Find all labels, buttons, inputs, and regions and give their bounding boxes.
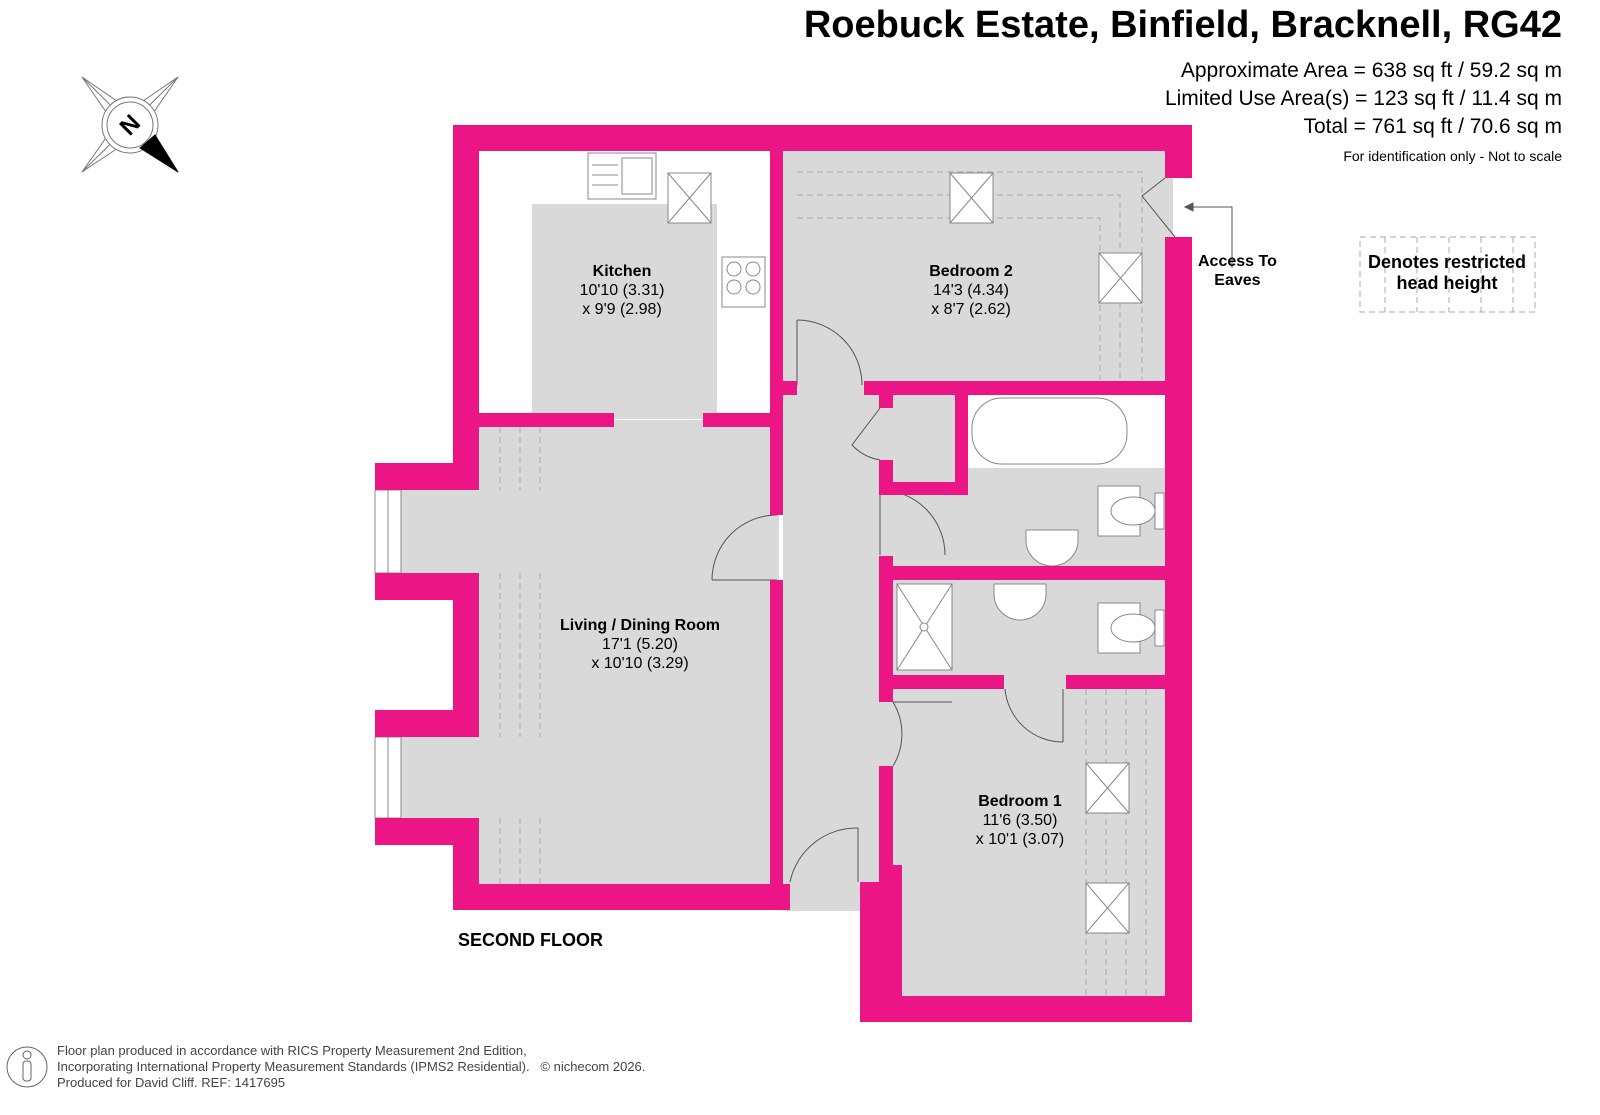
room-name: Bedroom 1 (978, 793, 1062, 810)
room-dim: x 10'1 (3.07) (975, 831, 1065, 848)
hob-icon (721, 256, 766, 308)
room-living-dining: Living / Dining Room 17'1 (5.20) x 10'10… (560, 616, 720, 673)
page-title: Roebuck Estate, Binfield, Bracknell, RG4… (803, 4, 1562, 46)
legend-line-1: Denotes restricted (1367, 252, 1527, 272)
floor-label: SECOND FLOOR (458, 930, 604, 950)
compass-icon: N (81, 76, 179, 173)
footer-copyright: © nichecom 2026. (540, 1059, 646, 1074)
room-bedroom-2: Bedroom 2 14'3 (4.34) x 8'7 (2.62) (929, 262, 1013, 319)
restricted-head-height-lines (499, 171, 1536, 996)
room-dim: 14'3 (4.34) (932, 282, 1009, 299)
room-dim: 10'10 (3.31) (579, 282, 665, 299)
skylight-icon (667, 172, 1143, 934)
room-name: Kitchen (592, 263, 652, 280)
ipms-person-icon (6, 1046, 48, 1088)
eaves-line-2: Eaves (1214, 272, 1261, 289)
window-icon (374, 489, 402, 819)
bath-icon (971, 397, 1128, 465)
room-dim: x 8'7 (2.62) (931, 301, 1011, 318)
room-dim: 11'6 (3.50) (982, 812, 1058, 829)
identification-note: For identification only - Not to scale (1343, 148, 1562, 164)
restricted-height-legend: Denotes restricted head height (1362, 252, 1532, 294)
door-swings (711, 177, 1176, 883)
limited-use-area: Limited Use Area(s) = 123 sq ft / 11.4 s… (1164, 87, 1562, 110)
footer-standards: Incorporating International Property Mea… (57, 1059, 530, 1074)
footer-line-3: Produced for David Cliff. REF: 1417695 (57, 1075, 286, 1090)
shower-icon (896, 583, 953, 671)
room-name: Bedroom 2 (929, 263, 1013, 280)
basin-icon (993, 529, 1079, 621)
eaves-access-label: Access To Eaves (1198, 252, 1277, 290)
legend-line-2: head height (1396, 273, 1498, 293)
room-bedroom-1: Bedroom 1 11'6 (3.50) x 10'1 (3.07) (976, 792, 1064, 849)
room-dim: x 10'10 (3.29) (591, 655, 689, 672)
eaves-line-1: Access To (1198, 253, 1277, 270)
eaves-pointer (1183, 202, 1233, 268)
approximate-area: Approximate Area = 638 sq ft / 59.2 sq m (1180, 59, 1562, 82)
walls (375, 125, 1192, 1022)
sink-icon (587, 152, 657, 200)
room-dim: x 9'9 (2.98) (582, 301, 662, 318)
room-name: Living / Dining Room (560, 617, 720, 634)
footer-line-2: Incorporating International Property Mea… (57, 1059, 645, 1074)
footer-line-1: Floor plan produced in accordance with R… (57, 1043, 527, 1058)
total-area: Total = 761 sq ft / 70.6 sq m (1303, 115, 1562, 138)
toilet-icon (1097, 485, 1165, 654)
room-kitchen: Kitchen 10'10 (3.31) x 9'9 (2.98) (580, 262, 665, 319)
room-dim: 17'1 (5.20) (601, 636, 678, 653)
